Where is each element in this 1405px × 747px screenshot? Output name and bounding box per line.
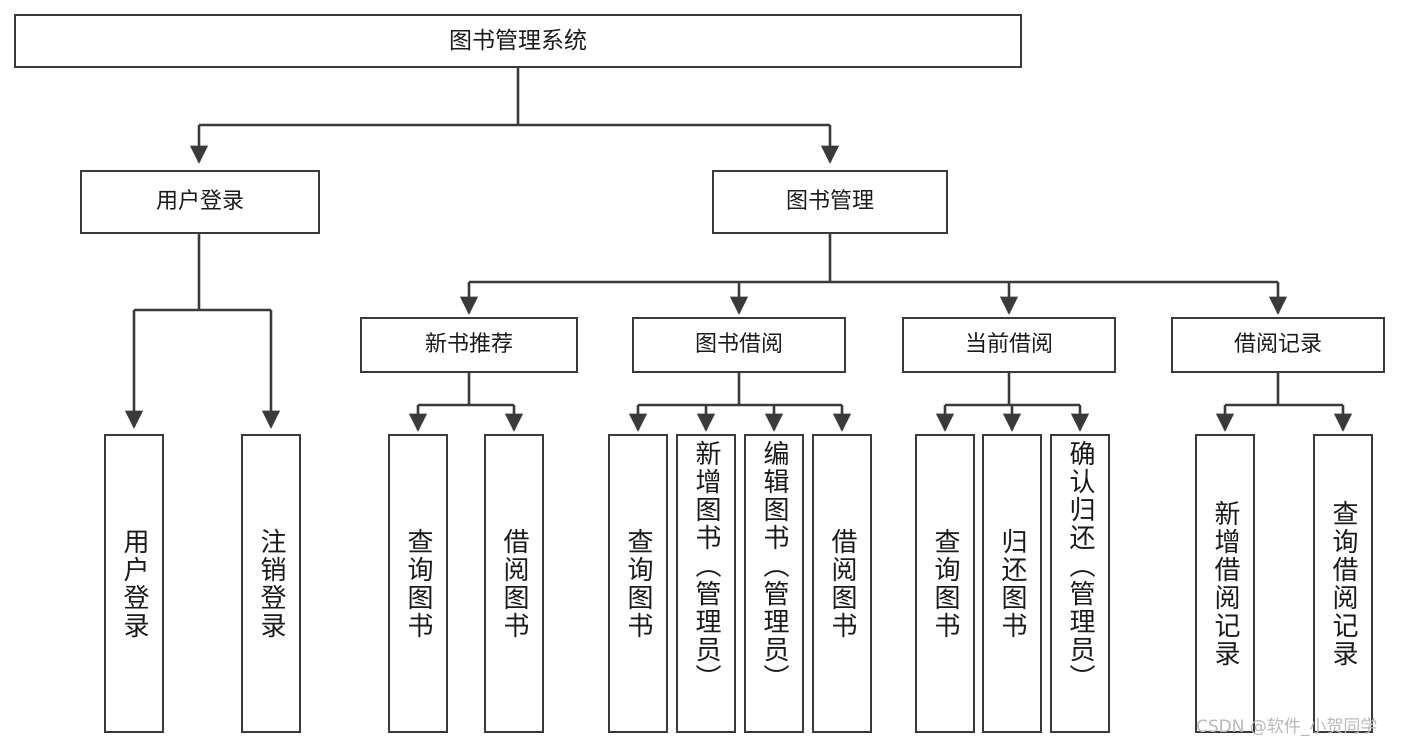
node-label: 归还图书 [997,527,1027,640]
node-label: 当前借阅 [964,332,1053,358]
leaf-user-login[interactable]: 用户登录 [104,434,164,733]
leaf-return-book[interactable]: 归还图书 [982,434,1042,733]
node-current-borrow[interactable]: 当前借阅 [902,317,1116,373]
leaf-add-borrow-record[interactable]: 新增借阅记录 [1195,434,1255,733]
node-label: 查询借阅记录 [1328,499,1358,668]
csdn-watermark: CSDN @软件_小贺同学 [1196,717,1378,737]
node-label: 新书推荐 [424,332,513,358]
node-label: 图书管理 [785,189,874,215]
node-label: 用户登录 [119,527,149,640]
leaf-query-book-current[interactable]: 查询图书 [915,434,975,733]
node-label: 查询图书 [403,527,433,640]
leaf-query-borrow-record[interactable]: 查询借阅记录 [1313,434,1373,733]
leaf-logout[interactable]: 注销登录 [241,434,301,733]
leaf-borrow-book-borrow[interactable]: 借阅图书 [812,434,872,733]
node-label: 新增图书（管理员） [691,440,721,692]
node-book-management[interactable]: 图书管理 [712,170,948,234]
leaf-borrow-book-new-rec[interactable]: 借阅图书 [484,434,544,733]
leaf-query-book-borrow[interactable]: 查询图书 [608,434,668,733]
node-label: 编辑图书（管理员） [759,440,789,692]
node-book-borrow[interactable]: 图书借阅 [632,317,846,373]
node-label: 查询图书 [623,527,653,640]
node-new-book-recommendation[interactable]: 新书推荐 [360,317,578,373]
leaf-confirm-return-admin[interactable]: 确认归还（管理员） [1050,434,1110,733]
node-label: 用户登录 [155,189,244,215]
leaf-add-book-admin[interactable]: 新增图书（管理员） [676,434,736,733]
leaf-edit-book-admin[interactable]: 编辑图书（管理员） [744,434,804,733]
node-label: 借阅记录 [1233,332,1322,358]
node-label: 确认归还（管理员） [1065,440,1095,692]
node-label: 新增借阅记录 [1210,499,1240,668]
node-label: 注销登录 [256,527,286,640]
leaf-query-book-new-rec[interactable]: 查询图书 [388,434,448,733]
node-borrow-record[interactable]: 借阅记录 [1171,317,1385,373]
node-user-login[interactable]: 用户登录 [80,170,320,234]
node-label: 借阅图书 [827,527,857,640]
node-root-book-management-system[interactable]: 图书管理系统 [14,14,1022,68]
node-label: 借阅图书 [499,527,529,640]
node-label: 图书借阅 [694,332,783,358]
node-label: 查询图书 [930,527,960,640]
node-label: 图书管理系统 [449,27,587,54]
